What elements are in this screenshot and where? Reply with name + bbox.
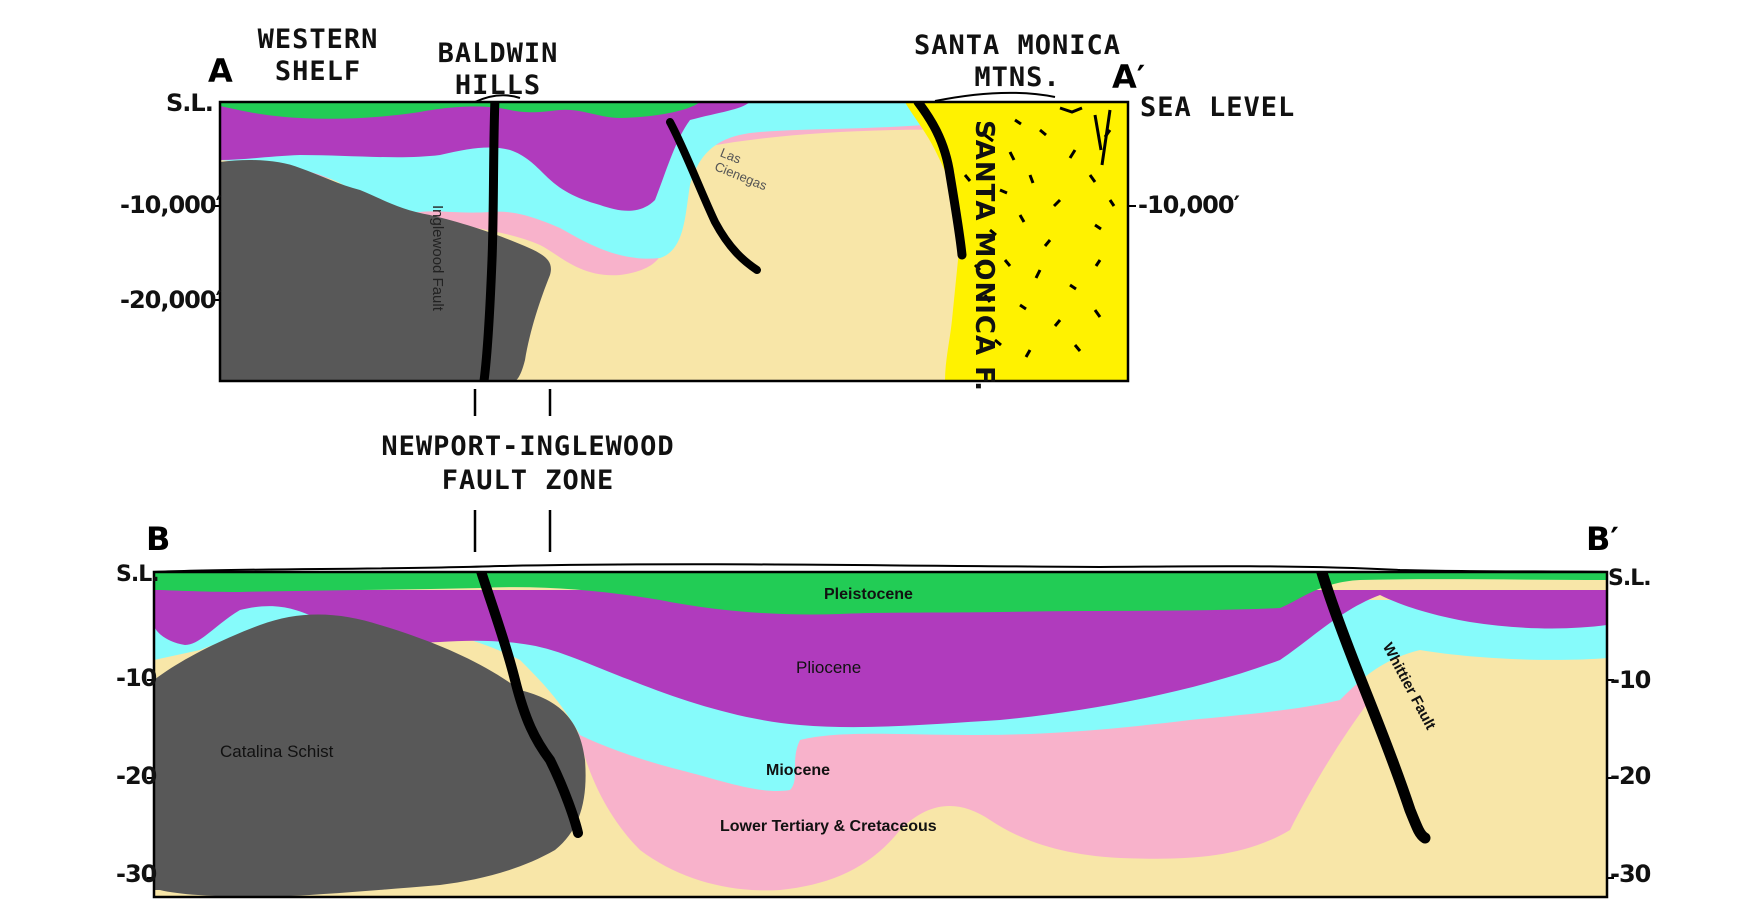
pliocene-label: Pliocene — [796, 658, 862, 677]
section-b-catalina-schist — [154, 614, 586, 897]
section-a-left-axis-sl: S.L. — [166, 89, 214, 117]
pleistocene-label: Pleistocene — [824, 586, 913, 603]
fault-zone-ticks — [473, 389, 552, 552]
baldwin-hills-topo — [474, 94, 521, 103]
section-a-left-marker: A — [208, 52, 233, 90]
section-a-left-axis-10000: -10,000′ — [120, 191, 222, 219]
section-b-right-axis-20: -20 — [1610, 762, 1651, 790]
section-b-pliocene-layer — [154, 590, 1607, 728]
inglewood-fault-line — [479, 102, 500, 381]
section-b-axis-ticks — [147, 679, 1614, 879]
section-b-right-axis-10: -10 — [1610, 666, 1651, 694]
section-a-catalina-schist — [220, 160, 551, 381]
section-a-axis-ticks — [212, 205, 1136, 301]
section-b-left-axis-10: -10 — [116, 664, 157, 692]
section-b-right-axis-sl: S.L. — [1608, 566, 1652, 591]
section-a-left-axis-20000: -20,000′ — [120, 286, 222, 314]
section-b-left-marker: B — [146, 520, 171, 558]
section-b-frame — [152, 570, 1609, 899]
section-a-right-marker: A′ — [1112, 58, 1146, 96]
section-b-left-axis-30: -30 — [116, 860, 157, 888]
lower-tertiary-cretaceous-label: Lower Tertiary & Cretaceous — [720, 818, 937, 835]
section-b-pleistocene-layer — [154, 572, 1607, 615]
newport-inglewood-fault-line — [476, 572, 583, 838]
section-a-santa-monica-basement — [905, 102, 1128, 381]
section-a-pleistocene-layer — [220, 102, 700, 119]
section-b-right-axis-30: -30 — [1610, 860, 1651, 888]
whittier-fault-line — [1316, 572, 1431, 844]
santa-monica-fault-line — [913, 102, 967, 260]
section-b-left-axis-sl: S.L. — [116, 562, 160, 587]
catalina-schist-label: Catalina Schist — [220, 742, 334, 761]
section-b-right-marker: B′ — [1586, 520, 1619, 558]
section-a-basement-pattern — [963, 106, 1116, 358]
section-a-frame — [218, 100, 1130, 383]
santa-monica-mtns-topo — [934, 91, 1056, 102]
section-b-surface-top — [153, 563, 1608, 573]
section-b-left-axis-20: -20 — [116, 762, 157, 790]
miocene-label: Miocene — [766, 762, 831, 779]
section-a-body — [220, 102, 1128, 381]
section-a-pliocene-layer — [220, 102, 750, 211]
inglewood-fault-label: Inglewood Fault — [429, 205, 446, 311]
section-a-right-axis-sea-level: SEA LEVEL — [1140, 92, 1296, 123]
santa-monica-fault-label: SANTA MONICA F. — [969, 120, 999, 392]
las-cienegas-fault-line — [666, 118, 761, 274]
section-a-right-axis-10000: -10,000′ — [1138, 191, 1240, 219]
section-b-body — [154, 572, 1607, 897]
